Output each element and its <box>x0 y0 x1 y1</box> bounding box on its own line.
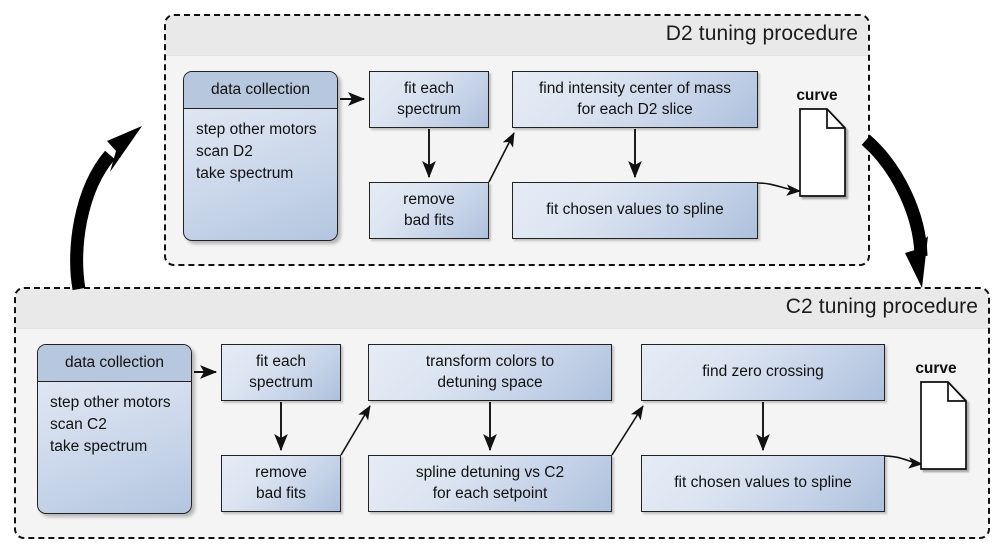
node-c2-find-zero-crossing[interactable]: find zero crossing <box>641 344 885 401</box>
node-c2-transform-colors[interactable]: transform colors to detuning space <box>368 344 612 401</box>
node-d2-fit-each-spectrum[interactable]: fit each spectrum <box>369 71 489 128</box>
node-d2-center-of-mass[interactable]: find intensity center of mass for each D… <box>512 71 758 128</box>
loop-arrow-c2-to-d2 <box>70 126 142 291</box>
group-d2-title: D2 tuning procedure <box>665 22 858 45</box>
node-c2-remove-bad-fits-label: remove bad fits <box>255 463 307 502</box>
node-c2-transform-colors-label: transform colors to detuning space <box>425 352 555 391</box>
node-c2-fit-spline[interactable]: fit chosen values to spline <box>641 455 885 512</box>
node-c2-data-collection[interactable]: data collection step other motors scan C… <box>37 344 192 514</box>
node-c2-data-collection-header: data collection <box>38 345 191 382</box>
node-c2-fit-each-spectrum-label: fit each spectrum <box>249 352 313 391</box>
group-c2-titlebar <box>16 289 988 329</box>
node-d2-fit-each-spectrum-label: fit each spectrum <box>397 79 461 118</box>
node-d2-fit-spline[interactable]: fit chosen values to spline <box>512 182 758 239</box>
node-d2-data-collection-body: step other motors scan D2 take spectrum <box>196 121 317 182</box>
node-c2-find-zero-crossing-label: find zero crossing <box>702 363 824 381</box>
group-d2-titlebar <box>166 16 868 56</box>
node-c2-fit-spline-label: fit chosen values to spline <box>674 474 852 492</box>
node-d2-data-collection[interactable]: data collection step other motors scan D… <box>183 71 338 241</box>
node-c2-data-collection-body: step other motors scan C2 take spectrum <box>50 394 171 455</box>
group-c2-title: C2 tuning procedure <box>785 295 978 318</box>
node-d2-data-collection-header: data collection <box>184 72 337 109</box>
node-d2-remove-bad-fits[interactable]: remove bad fits <box>369 182 489 239</box>
node-c2-spline-detuning[interactable]: spline detuning vs C2 for each setpoint <box>368 455 612 512</box>
node-c2-fit-each-spectrum[interactable]: fit each spectrum <box>221 344 341 401</box>
node-c2-spline-detuning-label: spline detuning vs C2 for each setpoint <box>415 463 565 502</box>
loop-arrow-d2-to-c2 <box>861 135 928 288</box>
node-d2-center-of-mass-label: find intensity center of mass for each D… <box>538 79 732 118</box>
output-c2-curve-label: curve <box>915 360 957 377</box>
output-d2-curve-label: curve <box>796 87 838 104</box>
node-d2-remove-bad-fits-label: remove bad fits <box>403 190 455 229</box>
node-d2-fit-spline-label: fit chosen values to spline <box>546 201 724 219</box>
node-c2-remove-bad-fits[interactable]: remove bad fits <box>221 455 341 512</box>
